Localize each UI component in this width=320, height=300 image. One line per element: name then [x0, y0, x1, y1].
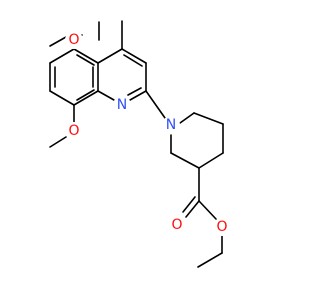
nitrogen-atom-piperidine: N	[166, 117, 176, 133]
o-ester-bg	[213, 218, 231, 236]
bond-carbonyl-o-ester	[198, 200, 217, 220]
bond-ethyl1-ethyl2	[197, 252, 223, 268]
bond-carbonyl-double-2	[182, 196, 196, 213]
oxygen-atom-carbonyl: O	[171, 217, 182, 233]
bonds	[49, 20, 224, 268]
bond-o-top-methyl	[49, 36, 67, 47]
oxygen-atom-ester: O	[216, 219, 227, 235]
bond-carbonyl-double-1	[185, 200, 200, 218]
oxygen-atom-bottom: O	[68, 123, 79, 139]
bond-c4a-c4	[97, 48, 123, 64]
n-piperidine-bg	[162, 116, 180, 134]
o-bottom-bg	[65, 122, 83, 140]
bond-o-bottom-methyl	[49, 136, 67, 148]
bond-pip-c4-c5	[198, 152, 224, 169]
bond-c4-c3	[121, 48, 147, 64]
bond-c2-n1	[129, 90, 147, 101]
bond-c5-c4a-inner	[76, 54, 95, 66]
bond-npip-c2	[179, 112, 195, 124]
o-top-bg	[65, 31, 83, 49]
bond-c2-n-piperidine	[145, 90, 166, 119]
o-carbonyl-bg	[168, 216, 186, 234]
atom-labels: O O N N O O	[65, 31, 231, 236]
molecule-structure: O O N N O O	[49, 20, 231, 268]
bond-c4-c3-inner	[123, 54, 143, 67]
bond-c7-c8	[49, 90, 75, 106]
bond-c2-n1-inner	[127, 87, 142, 96]
bond-pip-c5-c6	[170, 152, 200, 169]
bond-n1-c8a	[97, 90, 115, 101]
bond-c8-c8a-inner	[76, 89, 95, 101]
nitrogen-atom-ring: N	[117, 97, 127, 113]
oxygen-atom-top: O	[68, 32, 79, 48]
bond-c5-c4a	[73, 48, 99, 64]
bond-pip-c2-c3	[193, 112, 224, 125]
bond-c5-c6	[49, 48, 75, 64]
n-ring-bg	[113, 96, 131, 114]
bond-c8-c8a	[73, 90, 99, 106]
